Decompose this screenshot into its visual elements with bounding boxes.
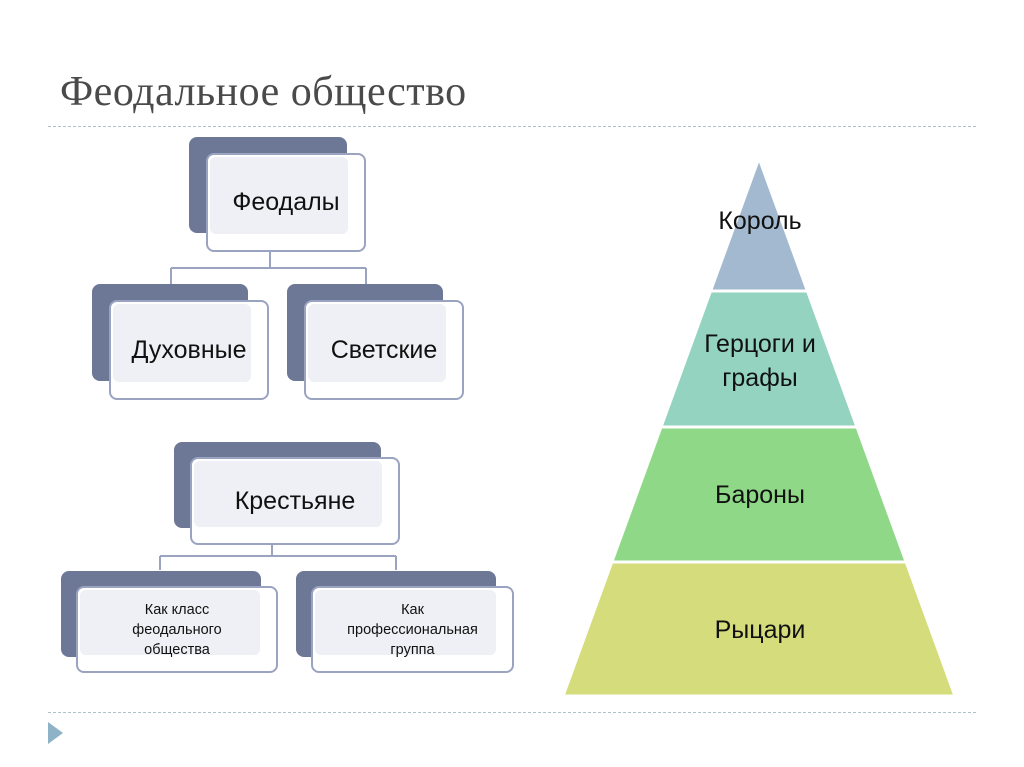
- triangle-right-icon[interactable]: [48, 722, 63, 744]
- node-spiritual-label: Духовные: [131, 335, 247, 364]
- peasants-connector: [159, 542, 397, 570]
- node-peasants-group-label: Как профессиональная группа: [347, 601, 478, 658]
- node-peasants-group: Как профессиональная группа: [296, 571, 514, 673]
- footer-divider: [48, 712, 976, 713]
- node-secular: Светские: [287, 284, 465, 401]
- node-peasants-label: Крестьяне: [234, 486, 356, 515]
- node-peasants-class: Как класс феодального общества: [61, 571, 278, 673]
- node-spiritual: Духовные: [92, 284, 270, 401]
- pyramid-label-knights: Рыцари: [714, 616, 806, 644]
- pyramid-label-king: Король: [718, 207, 802, 235]
- node-feudals-label: Феодалы: [232, 188, 340, 216]
- node-peasants-class-label: Как класс феодального общества: [132, 601, 222, 658]
- feudals-connector: [170, 252, 367, 284]
- slide-title: Феодальное общество: [60, 69, 467, 115]
- node-peasants: Крестьяне: [174, 442, 400, 545]
- pyramid-label-barons: Бароны: [715, 481, 805, 509]
- node-secular-label: Светские: [330, 335, 438, 364]
- node-feudals: Феодалы: [189, 137, 367, 253]
- pyramid-band-knights: [560, 560, 958, 698]
- title-divider: [48, 126, 976, 127]
- pyramid-label-dukes: Герцоги и графы: [704, 330, 816, 392]
